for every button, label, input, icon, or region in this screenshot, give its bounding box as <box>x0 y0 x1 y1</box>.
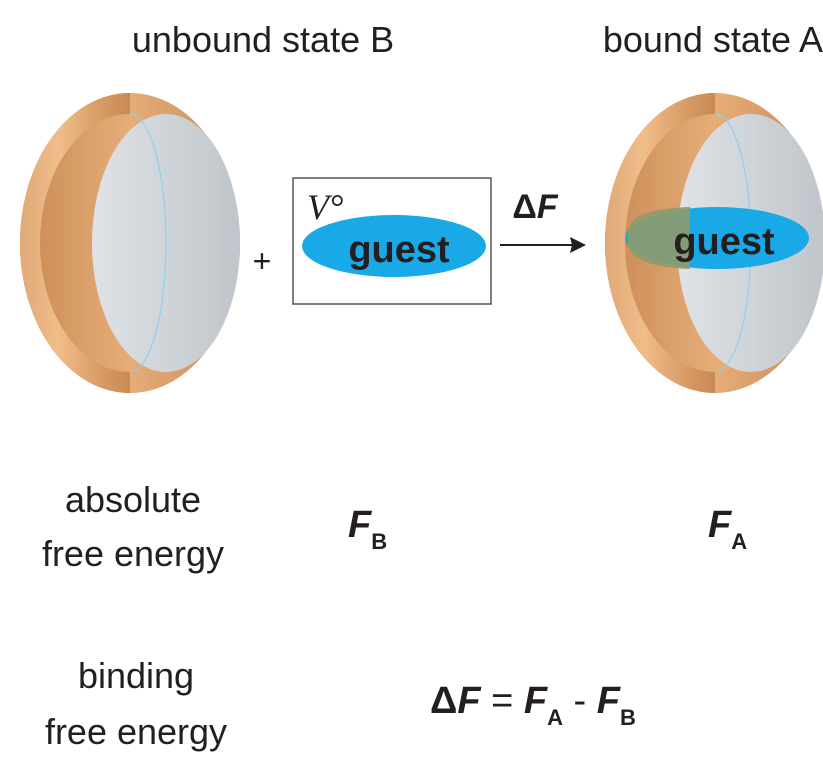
host-ring-bound: guest <box>605 93 823 393</box>
eq-f: F <box>457 680 482 722</box>
eq-equals: = <box>481 680 524 722</box>
eq-delta: Δ <box>430 680 457 722</box>
binding-equation: ΔF = FA - FB <box>430 680 636 730</box>
guest-label-unbound: guest <box>348 229 450 271</box>
f-symbol: F <box>537 188 559 226</box>
eq-fb: F <box>597 680 622 722</box>
binding-label-line1: binding <box>78 655 194 696</box>
delta-symbol: Δ <box>512 188 536 226</box>
volume-symbol: V° <box>307 187 343 227</box>
volume-box: V° guest <box>292 177 492 305</box>
eq-fa-sub: A <box>547 705 563 730</box>
eq-fa: F <box>524 680 549 722</box>
arrow-head <box>570 237 586 253</box>
fb-symbol: FB <box>348 504 387 554</box>
guest-overlap-shade <box>628 207 690 269</box>
transition-arrow: ΔF <box>500 188 586 253</box>
fa-symbol: FA <box>708 504 747 554</box>
absolute-label-line1: absolute <box>65 479 201 520</box>
fb-letter: F <box>348 504 373 546</box>
delta-f-label: ΔF <box>512 188 558 226</box>
host-ring-unbound <box>20 93 240 393</box>
eq-minus: - <box>563 680 597 722</box>
eq-fb-sub: B <box>620 705 636 730</box>
absolute-label-line2: free energy <box>42 533 224 574</box>
fa-subscript: A <box>731 529 747 554</box>
guest-ellipse-unbound <box>302 215 486 277</box>
bound-state-title: bound state A <box>603 19 823 60</box>
fa-letter: F <box>708 504 733 546</box>
binding-label-line2: free energy <box>45 711 227 752</box>
plus-sign: + <box>253 243 272 279</box>
unbound-state-title: unbound state B <box>132 19 394 60</box>
guest-label-bound: guest <box>673 221 775 263</box>
fb-subscript: B <box>371 529 387 554</box>
